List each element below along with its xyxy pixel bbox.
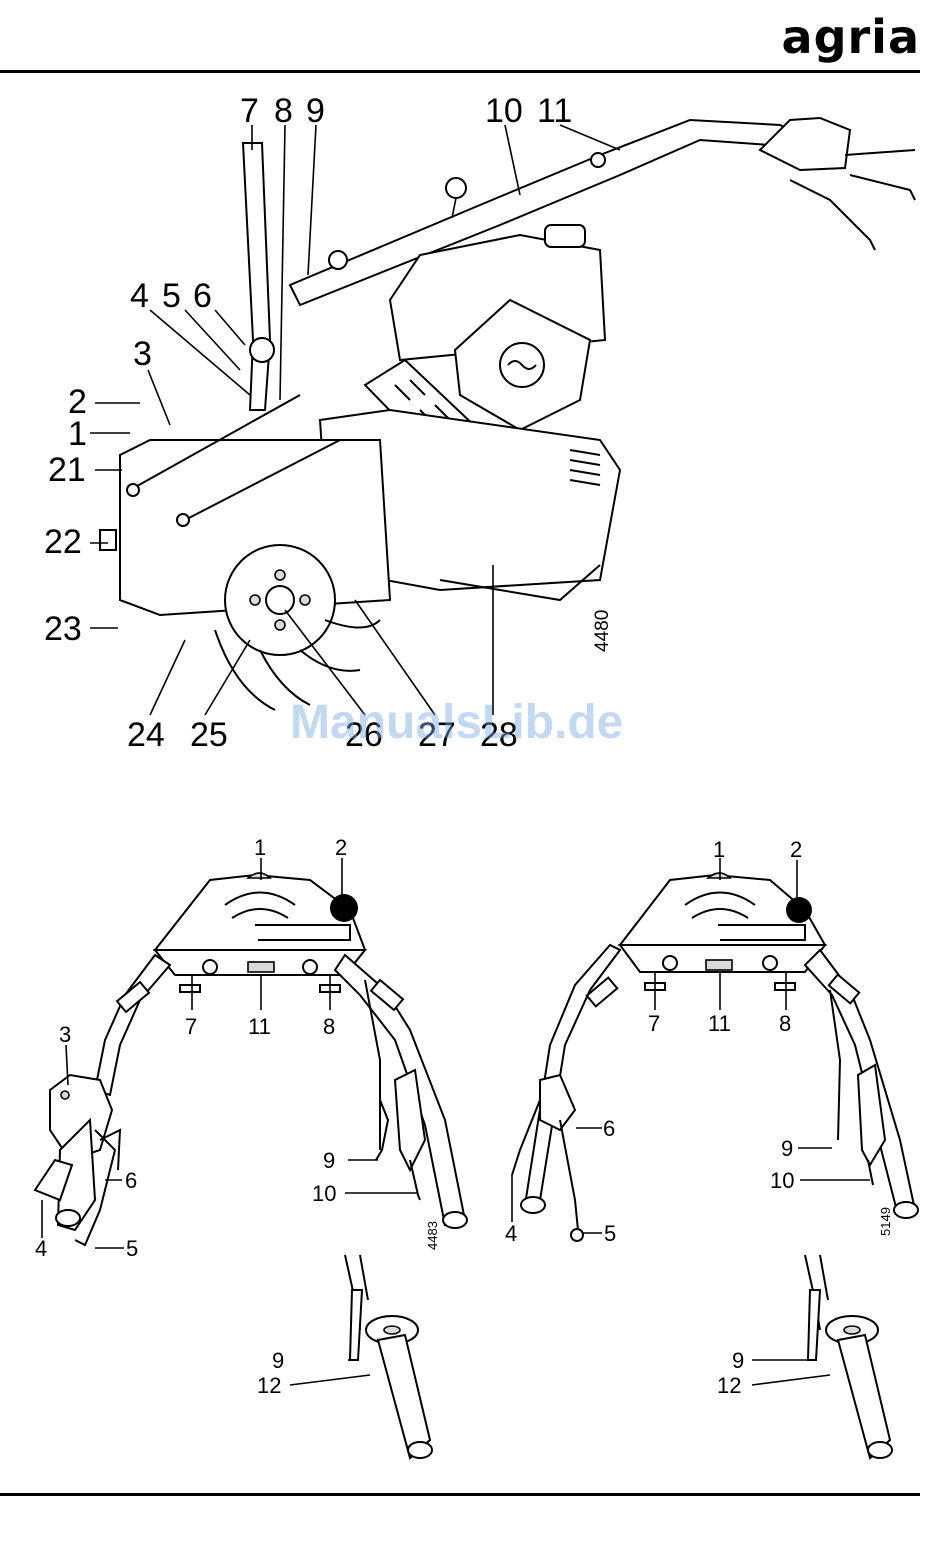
callout-22: 22 — [44, 523, 82, 561]
callout-24: 24 — [127, 716, 165, 754]
grip-detail-left-drawing — [345, 1255, 432, 1458]
handlebar-left-drawing — [35, 873, 467, 1245]
callout-7: 7 — [648, 1011, 660, 1036]
watermark: ManualsLib.de — [290, 696, 623, 749]
grip-detail-left-callouts: 9 12 — [257, 1348, 284, 1398]
handlebar-right-drawing — [512, 873, 918, 1241]
callout-1: 1 — [68, 415, 87, 453]
callout-2: 2 — [335, 835, 347, 860]
callout-9: 9 — [781, 1136, 793, 1161]
callout-9: 9 — [323, 1148, 335, 1173]
callout-3: 3 — [59, 1022, 71, 1047]
callout-4: 4 — [505, 1221, 517, 1246]
figure-code-5149: 5149 — [878, 1207, 893, 1236]
callout-6: 6 — [193, 277, 212, 315]
callout-10: 10 — [312, 1181, 336, 1206]
callout-25: 25 — [190, 716, 228, 754]
callout-4: 4 — [35, 1236, 47, 1261]
callout-23: 23 — [44, 610, 82, 648]
callout-4: 4 — [130, 277, 149, 315]
callout-11: 11 — [537, 92, 572, 130]
callout-1: 1 — [254, 835, 266, 860]
callout-5: 5 — [162, 277, 181, 315]
callout-10: 10 — [485, 92, 523, 130]
callout-6: 6 — [603, 1116, 615, 1141]
callout-11: 11 — [708, 1011, 731, 1036]
tiller-side-view-drawing — [100, 118, 915, 710]
callout-6: 6 — [125, 1168, 137, 1193]
callout-3: 3 — [133, 335, 152, 373]
callout-9: 9 — [306, 92, 325, 130]
grip-detail-right-drawing — [805, 1255, 892, 1458]
callout-10: 10 — [770, 1168, 794, 1193]
callout-1: 1 — [713, 837, 725, 862]
callout-5: 5 — [126, 1236, 138, 1261]
callout-8: 8 — [274, 92, 293, 130]
callout-12: 12 — [717, 1373, 741, 1398]
figure-code-4480: 4480 — [592, 610, 613, 652]
callout-11: 11 — [248, 1014, 271, 1039]
callout-7: 7 — [240, 92, 259, 130]
callout-2: 2 — [790, 837, 802, 862]
callout-21: 21 — [48, 451, 86, 489]
figure-code-4483: 4483 — [425, 1221, 440, 1250]
callout-9: 9 — [272, 1348, 284, 1373]
callout-7: 7 — [185, 1014, 197, 1039]
callout-8: 8 — [323, 1014, 335, 1039]
callout-9: 9 — [732, 1348, 744, 1373]
callout-5: 5 — [604, 1221, 616, 1246]
callout-8: 8 — [779, 1011, 791, 1036]
callout-12: 12 — [257, 1373, 281, 1398]
grip-detail-right-callouts: 9 12 — [717, 1348, 744, 1398]
